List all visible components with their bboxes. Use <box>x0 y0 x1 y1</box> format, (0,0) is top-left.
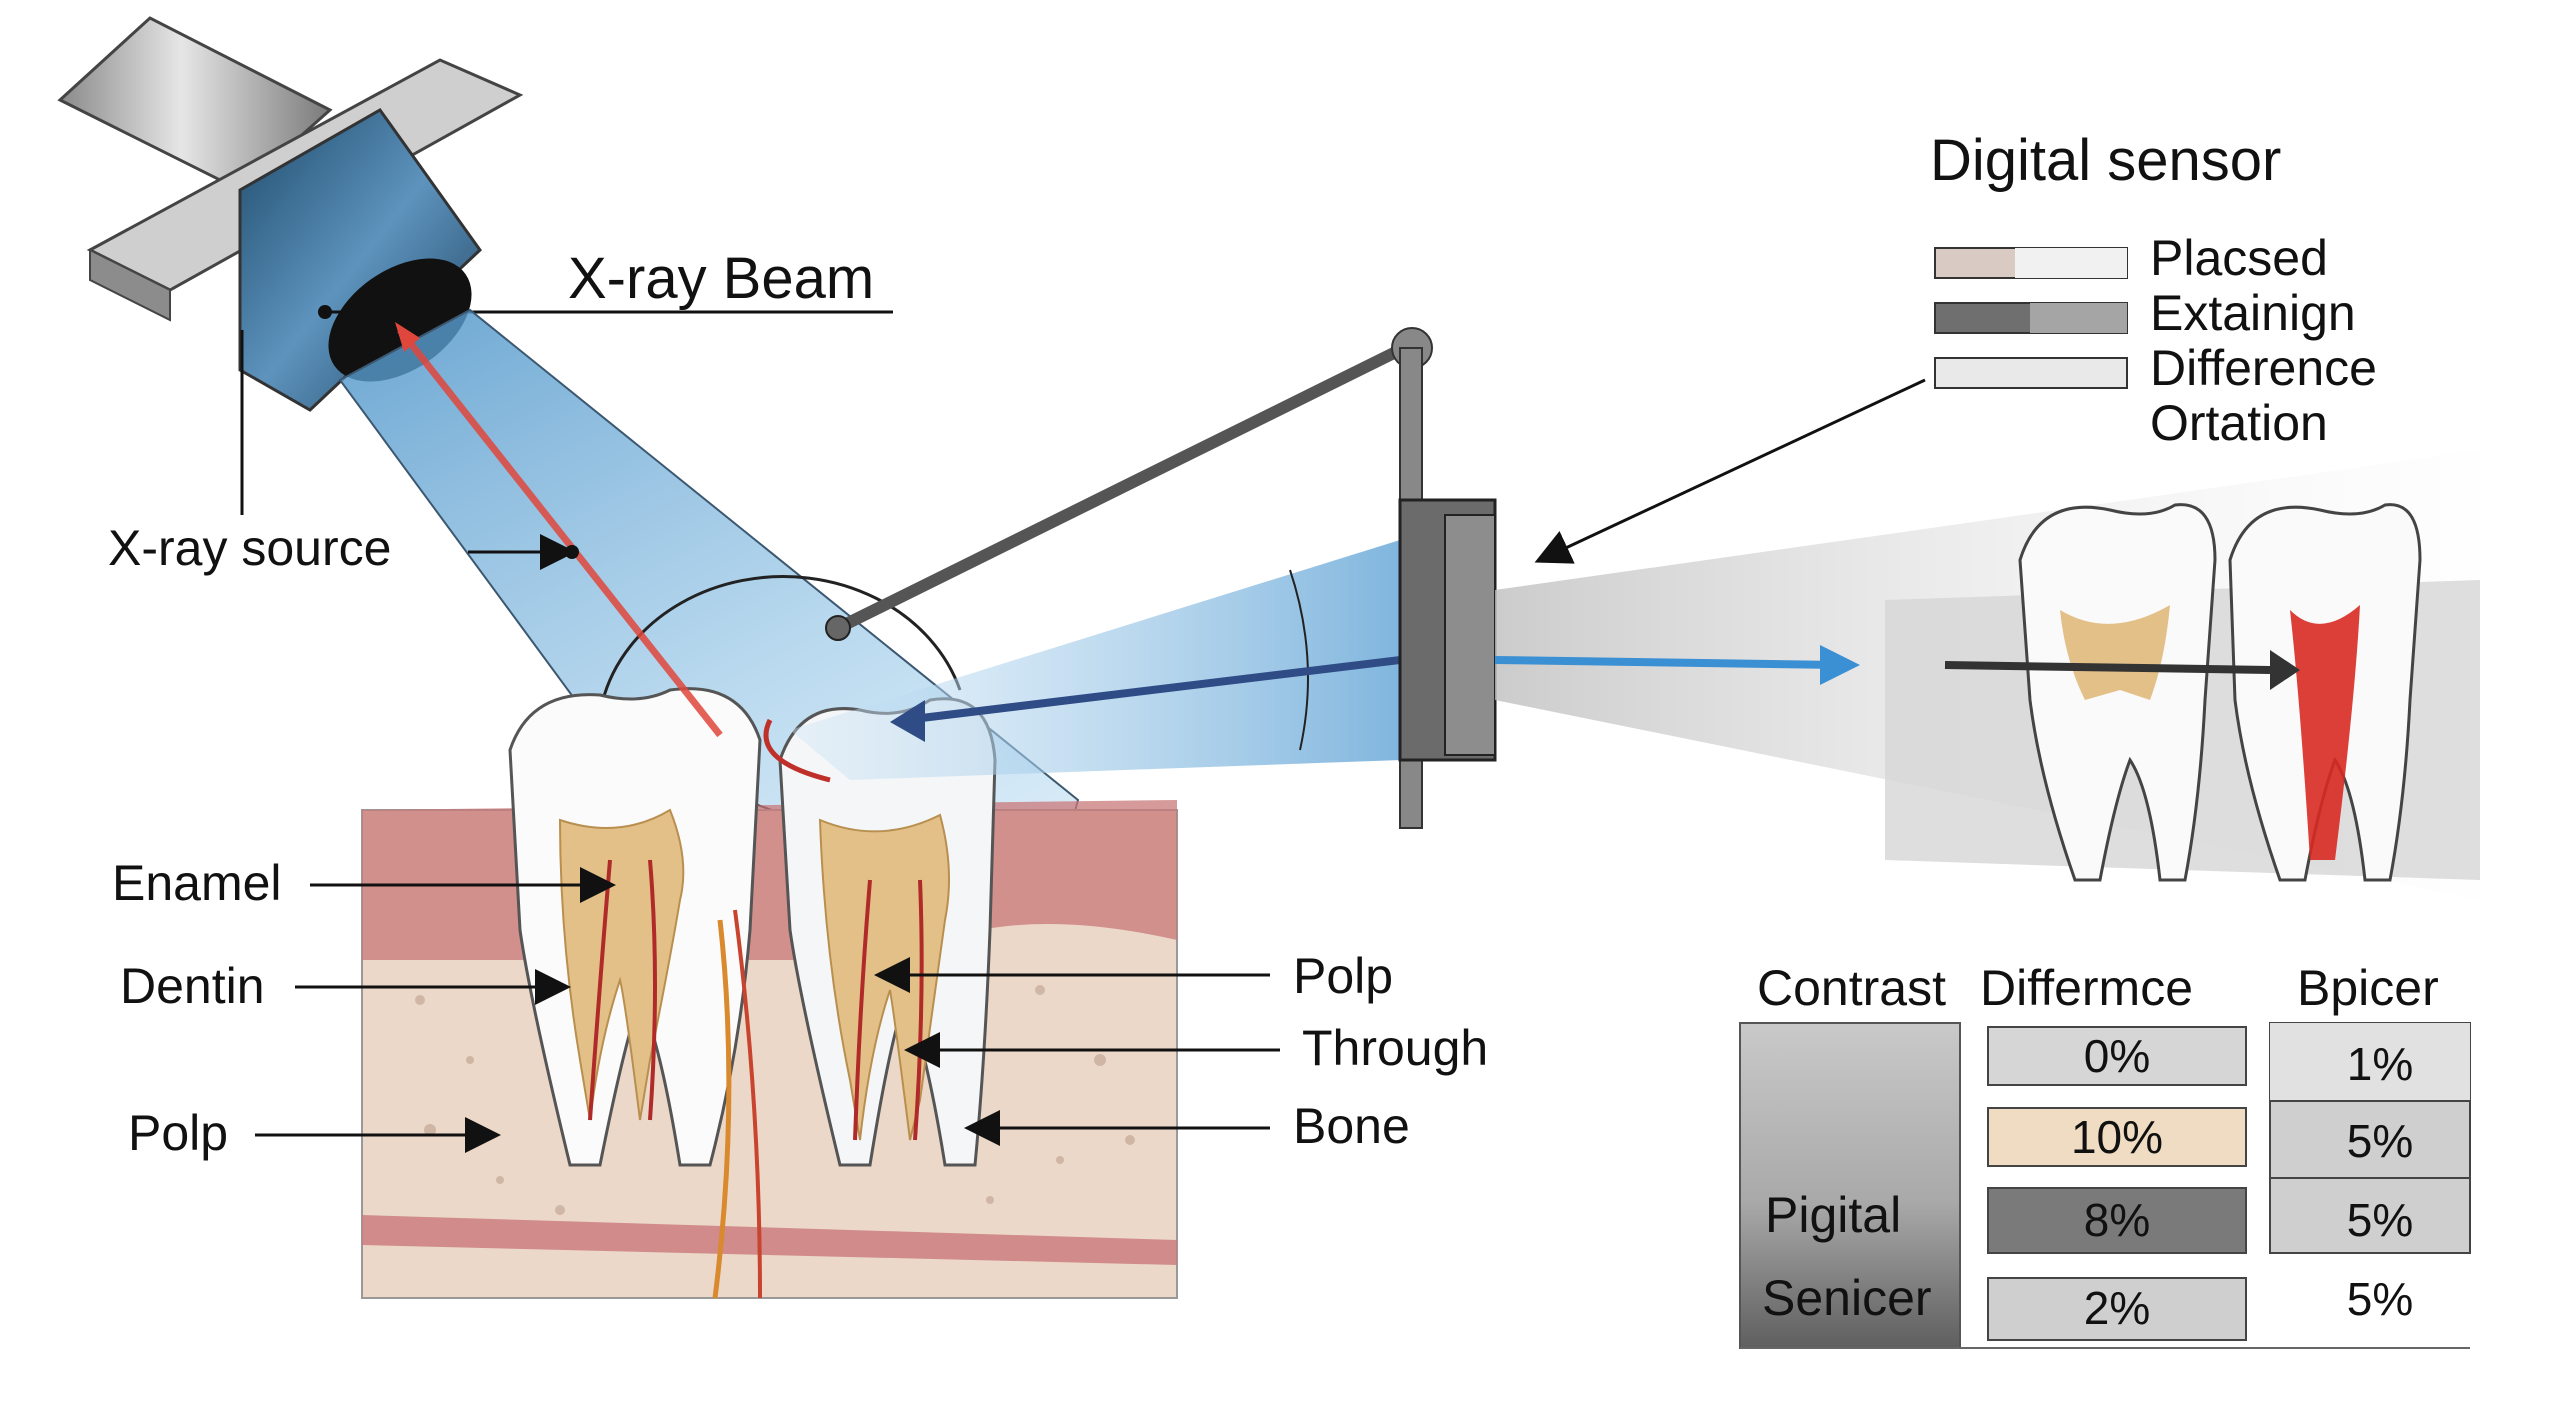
legend-label-difference: Difference <box>2150 340 2377 396</box>
bpicer-value-2: 5% <box>2347 1194 2413 1246</box>
side-label-pigital: Pigital <box>1765 1187 1901 1243</box>
side-label-senicer: Senicer <box>1762 1270 1932 1326</box>
legend-label-extainign: Extainign <box>2150 285 2356 341</box>
bpicer-value-1: 5% <box>2347 1115 2413 1167</box>
diff-value-1: 10% <box>2071 1111 2163 1163</box>
bpicer-value-3: 5% <box>2347 1273 2413 1325</box>
xray-source-label: X-ray source <box>108 520 391 576</box>
diff-cell-2 <box>1987 1187 2247 1254</box>
diff-cell-0 <box>1987 1026 2247 1086</box>
diff-cell-1 <box>1987 1107 2247 1167</box>
polp-right-label: Polp <box>1293 948 1393 1004</box>
radiograph-image <box>1885 503 2480 882</box>
diff-cell-3 <box>1987 1277 2247 1341</box>
diff-value-3: 2% <box>2084 1282 2150 1334</box>
dentin-label: Dentin <box>120 958 265 1014</box>
bpicer-value-0: 1% <box>2347 1038 2413 1090</box>
digital-sensor-legend: Digital sensor Placsed Extainign Differe… <box>1534 128 2377 564</box>
digital-sensor-title: Digital sensor <box>1930 128 2281 193</box>
sensor-arm <box>835 339 1413 634</box>
table-header-contrast: Contrast <box>1757 960 1946 1016</box>
legend-label-ortation: Ortation <box>2150 395 2328 451</box>
diff-value-0: 0% <box>2084 1030 2150 1082</box>
table-header-differmce: Differmce <box>1980 960 2193 1016</box>
legend-swatch-difference <box>1934 357 2128 389</box>
red-arrow <box>397 327 723 738</box>
polp-left-label: Polp <box>128 1105 228 1161</box>
xray-beam-label: X-ray Beam <box>568 246 874 311</box>
legend-label-placsed: Placsed <box>2150 230 2328 286</box>
diff-value-2: 8% <box>2084 1194 2150 1246</box>
bone-label: Bone <box>1293 1098 1410 1154</box>
table-header-bpicer: Bpicer <box>2297 960 2439 1016</box>
enamel-label: Enamel <box>112 855 282 911</box>
sensor-beam <box>790 540 1400 780</box>
through-label: Through <box>1302 1020 1488 1076</box>
contrast-table: Contrast Differmce Bpicer Pigital Senice… <box>1739 960 2471 1349</box>
